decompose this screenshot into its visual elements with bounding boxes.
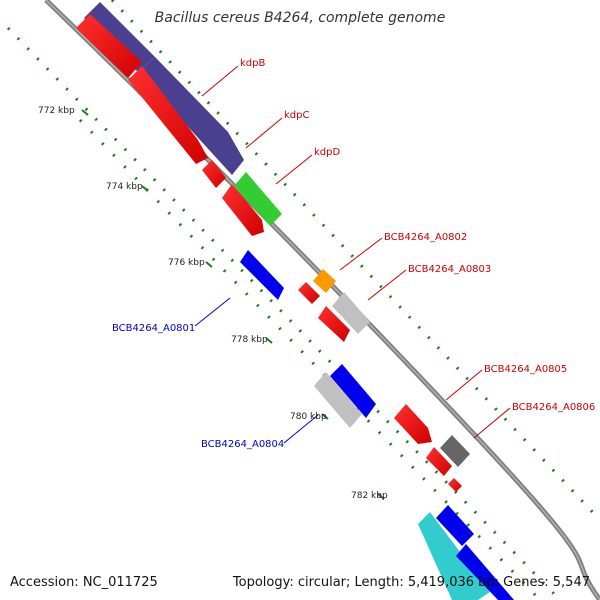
cds-gray-outer [332,292,370,334]
cds-blue-1 [240,250,284,300]
genome-summary-text: Topology: circular; Length: 5,419,036 bp… [232,575,590,590]
cds-red-7 [394,404,432,444]
gene-label-BCB4264_A0802[interactable]: BCB4264_A0802 [384,232,467,243]
tick-label-774: 774 kbp [106,182,143,192]
cds-blue-4 [456,544,514,600]
gene-label-kdpC[interactable]: kdpC [284,110,309,121]
cds-gray-1 [314,372,362,428]
cds-features-inner [240,250,514,600]
cds-red-5 [298,282,320,304]
cds-blue-3 [436,505,474,546]
genome-backbone [44,0,600,600]
cds-features-red [76,14,462,492]
cds-red-2 [128,66,208,164]
cds-green [234,172,282,226]
cds-orange [313,269,336,293]
label-leader-lines [194,65,511,444]
dotted-tick-rings [6,0,600,600]
tick-label-776: 776 kbp [168,258,205,268]
tick-label-782: 782 kbp [351,491,388,501]
cds-red-9 [448,478,462,492]
tick-label-780: 780 kbp [290,412,327,422]
map-title: Bacillus cereus B4264, complete genome [155,10,446,26]
gene-label-kdpB[interactable]: kdpB [240,58,265,69]
gene-label-BCB4264_A0804[interactable]: BCB4264_A0804 [201,439,284,450]
gene-label-kdpD[interactable]: kdpD [314,147,340,158]
cds-blue-2 [330,364,376,418]
cds-cyan [418,512,490,600]
gene-label-BCB4264_A0805[interactable]: BCB4264_A0805 [484,364,567,375]
tick-label-778: 778 kbp [231,335,268,345]
accession-text: Accession: NC_011725 [10,575,158,590]
cds-red-1 [76,14,142,78]
cds-red-8 [426,447,452,476]
gene-label-BCB4264_A0803[interactable]: BCB4264_A0803 [408,264,491,275]
cds-darkgray [440,435,470,467]
cds-purple-2 [138,57,244,175]
scale-ticks [81,109,385,500]
cds-red-4 [222,184,264,236]
tick-label-772: 772 kbp [38,106,75,116]
gene-label-BCB4264_A0801[interactable]: BCB4264_A0801 [112,323,195,334]
cds-purple-1 [84,2,155,72]
cds-features-outer [84,2,470,467]
cds-red-3 [202,160,226,188]
gene-label-BCB4264_A0806[interactable]: BCB4264_A0806 [512,402,595,413]
cds-red-6 [318,306,350,342]
